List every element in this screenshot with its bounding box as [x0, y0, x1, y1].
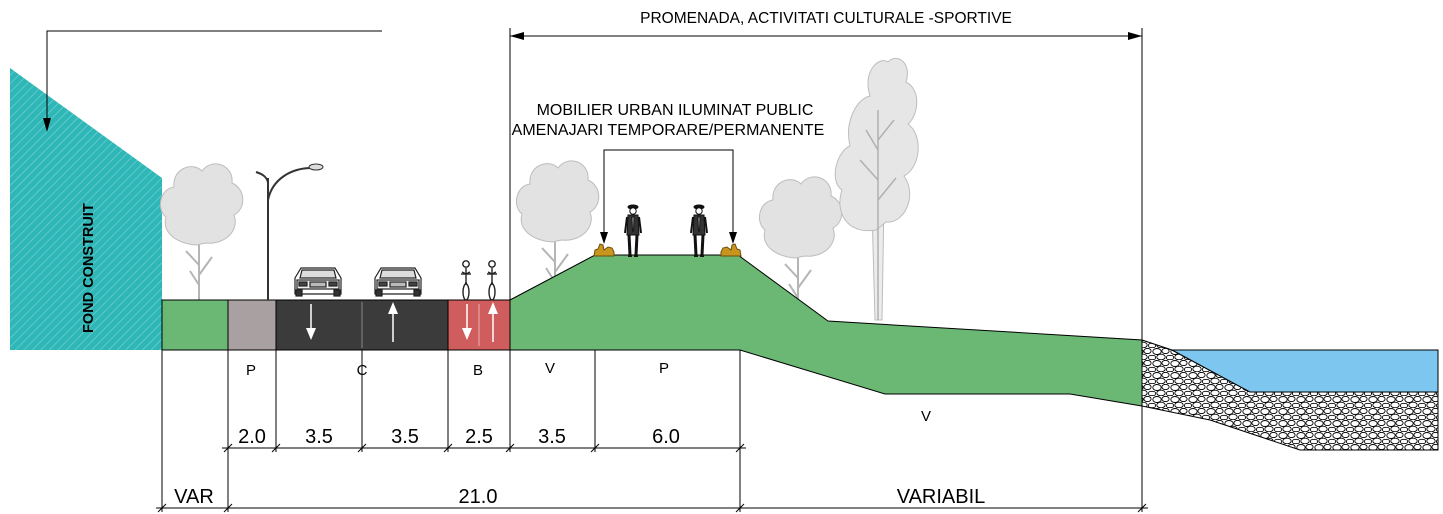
total-dimension-ticks — [157, 503, 1147, 513]
bicycle-icon — [460, 260, 472, 301]
building-leader-line — [46, 30, 382, 130]
arrow-up-icon — [388, 302, 398, 342]
car-icon — [294, 267, 342, 297]
width-parking: 2.0 — [238, 426, 266, 448]
bench-icon — [720, 243, 742, 257]
promenade-title: PROMENADA, ACTIVITATI CULTURALE -SPORTIV… — [640, 10, 1012, 27]
bench-icon — [593, 243, 615, 257]
tree-icon — [834, 57, 919, 321]
dimension-extension-lines — [161, 350, 1143, 512]
carriageway-code: C — [357, 362, 368, 379]
pedestrian-icon — [689, 203, 709, 258]
promenade-embankment — [509, 254, 1143, 407]
fond-construit-label: FOND CONSTRUIT — [81, 203, 97, 333]
green-code: V — [545, 360, 555, 377]
pedestrian-icon — [623, 203, 643, 258]
parking-strip — [227, 299, 277, 351]
mobilier-label-line1: MOBILIER URBAN ILUMINAT PUBLIC — [537, 102, 814, 119]
arrow-right-icon — [1128, 32, 1142, 40]
promenade-code: P — [659, 360, 669, 377]
width-lane-1: 3.5 — [305, 426, 333, 448]
width-bike-lane: 2.5 — [465, 426, 493, 448]
mobilier-label-line2: AMENAJARI TEMPORARE/PERMANENTE — [512, 122, 825, 139]
arrow-down-icon — [43, 118, 51, 132]
tree-icon — [159, 162, 244, 301]
bike-lane-code: B — [473, 362, 483, 379]
mobilier-bracket — [603, 149, 734, 240]
arrow-down-icon — [462, 304, 472, 340]
width-lane-2: 3.5 — [391, 426, 419, 448]
car-icon — [374, 267, 422, 297]
arrow-left-icon — [510, 32, 524, 40]
parking-code: P — [246, 362, 256, 379]
arrow-down-icon — [306, 304, 316, 340]
total-left: VAR — [174, 486, 214, 508]
green-strip-left — [161, 299, 229, 351]
dimension-ticks — [223, 443, 745, 453]
total-right: VARIABIL — [897, 486, 986, 508]
arrow-down-icon — [600, 232, 608, 244]
width-promenade: 6.0 — [652, 426, 680, 448]
river-water — [1171, 349, 1439, 393]
width-green: 3.5 — [538, 426, 566, 448]
arrow-up-icon — [488, 302, 498, 342]
slope-code: V — [921, 408, 931, 425]
total-middle: 21.0 — [459, 486, 498, 508]
building-mass — [10, 68, 162, 350]
bicycle-icon — [486, 260, 498, 301]
street-lamp-icon — [255, 163, 324, 300]
arrow-down-icon — [729, 232, 737, 244]
